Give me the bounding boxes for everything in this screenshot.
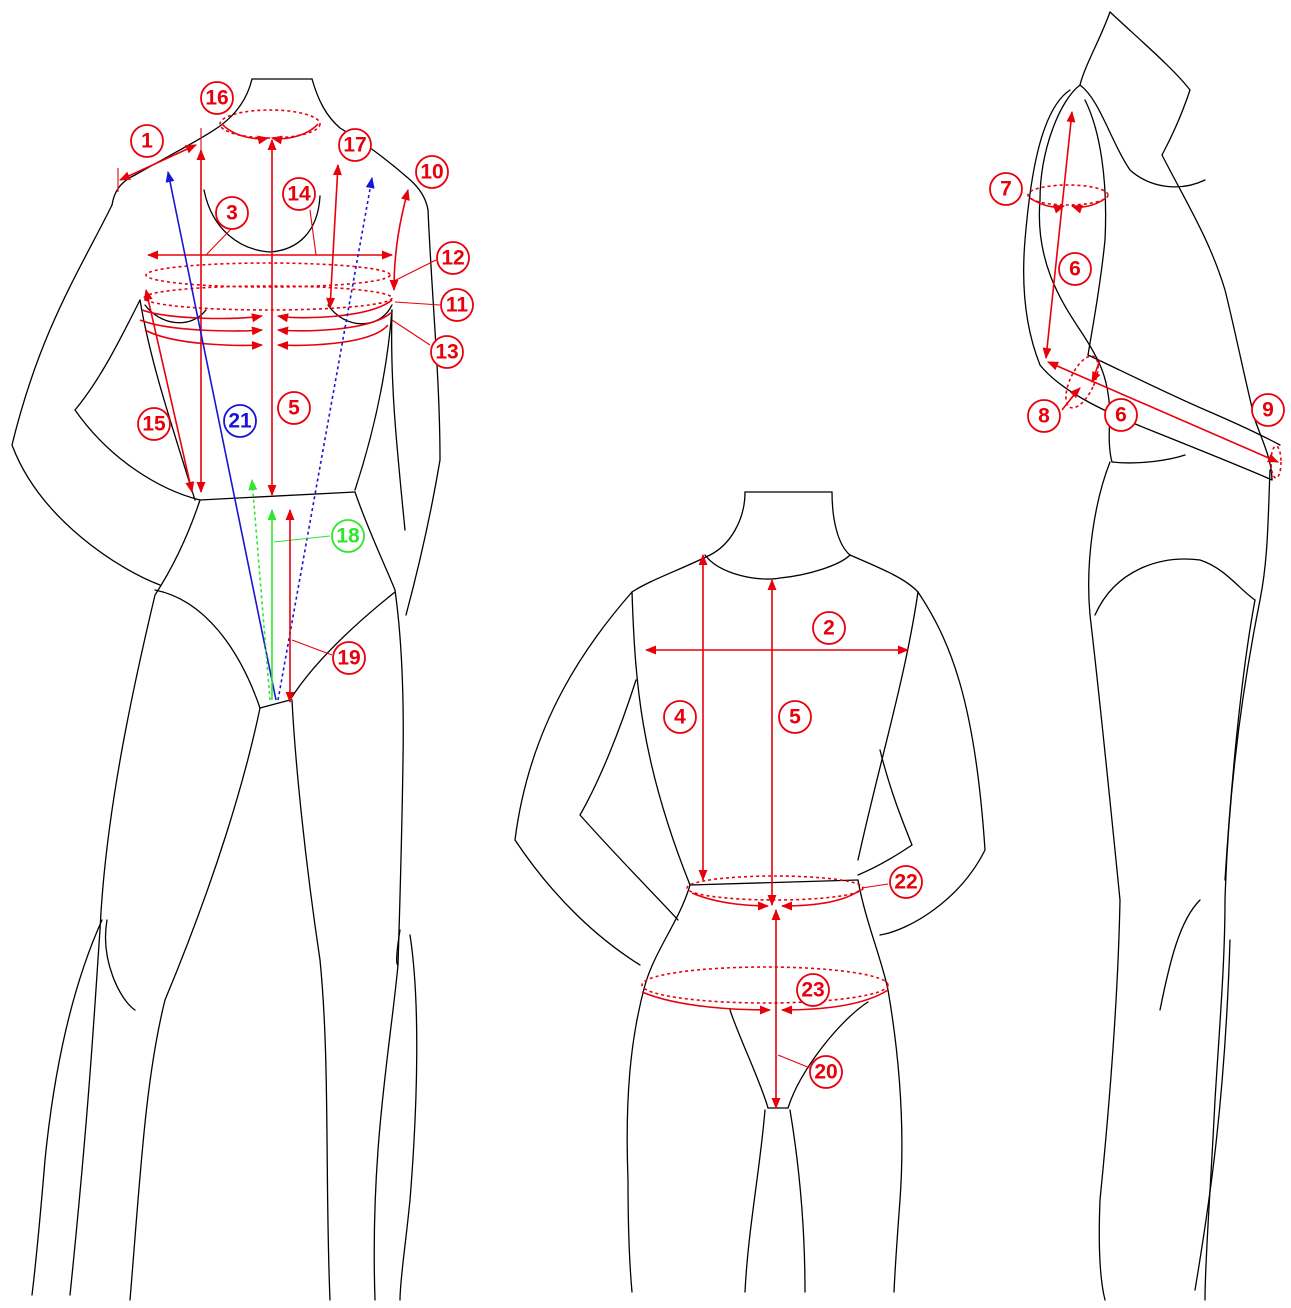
measurement-badges: 1 3 5 10 11 12 13 14 15 16 17 18 19 21 2… [131,82,1284,1088]
svg-text:8: 8 [1038,405,1050,428]
badge-13: 13 [431,336,463,368]
svg-text:11: 11 [446,294,469,317]
svg-text:9: 9 [1262,399,1274,422]
badge-2: 2 [813,612,845,644]
badge-9: 9 [1252,394,1284,426]
badge-12: 12 [437,242,469,274]
badge-20: 20 [810,1056,842,1088]
front-figure-outline [12,79,440,1300]
svg-text:23: 23 [801,979,824,1002]
badge-1: 1 [131,125,163,157]
badge-11: 11 [441,289,473,321]
badge-16: 16 [201,82,233,114]
svg-text:17: 17 [343,134,366,157]
svg-text:10: 10 [420,161,443,184]
badge-7: 7 [990,173,1022,205]
svg-text:12: 12 [441,247,464,270]
svg-text:20: 20 [814,1061,837,1084]
badge-3: 3 [216,197,248,229]
badge-10: 10 [416,156,448,188]
badge-8: 8 [1028,400,1060,432]
svg-text:5: 5 [789,706,801,729]
svg-text:2: 2 [823,617,835,640]
front-figure [12,79,440,1300]
badge-14: 14 [283,178,315,210]
side-figure [1024,12,1281,1300]
badge-19: 19 [333,642,365,674]
badge-6-upper: 6 [1059,253,1091,285]
side-measurement-lines [1028,112,1281,478]
back-measurement-lines [642,555,908,1108]
svg-text:14: 14 [287,183,311,206]
svg-text:16: 16 [205,87,228,110]
svg-text:21: 21 [228,410,252,433]
svg-text:13: 13 [435,341,458,364]
badge-15: 15 [138,408,170,440]
svg-text:7: 7 [1000,178,1012,201]
badge-17: 17 [339,129,371,161]
badge-5-front: 5 [278,392,310,424]
badge-21: 21 [224,405,256,437]
svg-text:3: 3 [226,202,238,225]
badge-4: 4 [664,701,696,733]
badge-18: 18 [332,520,364,552]
badge-6-lower: 6 [1105,399,1137,431]
badge-5-back: 5 [779,701,811,733]
badge-23: 23 [797,974,829,1006]
badge-22: 22 [890,866,922,898]
svg-text:19: 19 [337,647,360,670]
svg-text:4: 4 [674,706,686,729]
svg-text:5: 5 [288,397,300,420]
svg-text:6: 6 [1069,258,1081,281]
svg-text:15: 15 [142,413,166,436]
svg-text:22: 22 [894,871,917,894]
svg-text:6: 6 [1115,404,1127,427]
svg-text:18: 18 [336,525,360,548]
svg-text:1: 1 [141,130,153,153]
